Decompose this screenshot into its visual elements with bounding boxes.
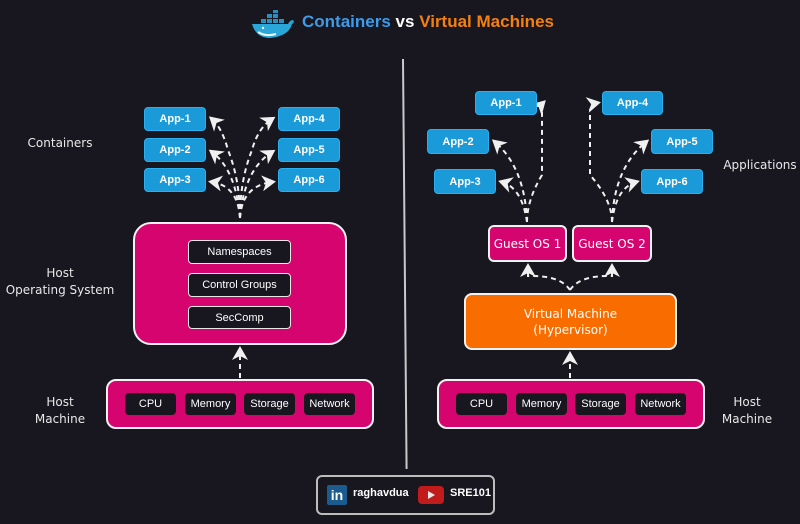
arrow-to-vm-app-2 xyxy=(491,139,528,223)
vm-app-6[interactable]: App-6 xyxy=(641,169,703,194)
linkedin-icon[interactable]: in xyxy=(327,485,347,505)
title-containers: Containers xyxy=(302,12,391,31)
storage-right[interactable]: Storage xyxy=(575,393,626,415)
label-host-os: Host Operating System xyxy=(0,265,120,299)
arrow-to-vm-app-1 xyxy=(526,100,546,223)
youtube-channel[interactable]: SRE101 xyxy=(450,487,491,499)
network-right[interactable]: Network xyxy=(635,393,686,415)
arrow-to-app-2 xyxy=(208,149,241,219)
linkedin-handle[interactable]: raghavdua xyxy=(353,487,409,499)
cpu-left[interactable]: CPU xyxy=(125,393,176,415)
arrow-to-guest-os-2 xyxy=(569,263,620,291)
container-app-2[interactable]: App-2 xyxy=(144,138,206,162)
arrow-to-vm-app-3 xyxy=(498,177,528,223)
arrow-to-app-5 xyxy=(239,149,276,219)
memory-right[interactable]: Memory xyxy=(516,393,567,415)
label-host-machine-line1: Host xyxy=(733,395,761,409)
hypervisor-box[interactable]: Virtual Machine (Hypervisor) xyxy=(464,293,677,350)
arrow-to-guest-os-1 xyxy=(520,263,571,291)
label-host-machine-line1: Host xyxy=(46,395,74,409)
arrow-to-app-3 xyxy=(208,175,241,219)
label-host-os-line2: Operating System xyxy=(5,283,115,297)
vm-app-5[interactable]: App-5 xyxy=(651,129,713,154)
vm-app-4[interactable]: App-4 xyxy=(602,91,663,115)
label-host-os-line1: Host xyxy=(46,266,74,280)
vm-app-3[interactable]: App-3 xyxy=(434,169,496,194)
guest-os-1[interactable]: Guest OS 1 xyxy=(488,225,567,262)
label-host-machine-line2: Machine xyxy=(34,412,86,426)
namespaces-box[interactable]: Namespaces xyxy=(188,240,291,264)
label-host-machine-right: Host Machine xyxy=(712,394,782,428)
container-app-3[interactable]: App-3 xyxy=(144,168,206,192)
hypervisor-label-line2: (Hypervisor) xyxy=(533,322,608,337)
control-groups-box[interactable]: Control Groups xyxy=(188,273,291,297)
footer-credits: in raghavdua SRE101 xyxy=(316,475,495,515)
arrow-to-app-6 xyxy=(239,175,276,219)
guest-os-2[interactable]: Guest OS 2 xyxy=(572,225,652,262)
network-left[interactable]: Network xyxy=(304,393,355,415)
title-virtual-machines: Virtual Machines xyxy=(419,12,554,31)
label-containers: Containers xyxy=(27,136,93,150)
memory-left[interactable]: Memory xyxy=(185,393,236,415)
seccomp-box[interactable]: SecComp xyxy=(188,306,291,329)
container-app-5[interactable]: App-5 xyxy=(278,138,340,162)
arrow-to-vm-app-4 xyxy=(585,97,613,223)
vm-app-2[interactable]: App-2 xyxy=(427,129,489,154)
container-app-6[interactable]: App-6 xyxy=(278,168,340,192)
storage-left[interactable]: Storage xyxy=(244,393,295,415)
hypervisor-label-line1: Virtual Machine xyxy=(523,306,618,321)
youtube-icon[interactable] xyxy=(418,486,444,504)
arrow-to-vm-app-6 xyxy=(611,177,640,223)
title-vs: vs xyxy=(395,12,415,31)
page-title: Containers vs Virtual Machines xyxy=(0,12,800,32)
label-applications: Applications xyxy=(723,158,797,172)
arrow-to-app-1 xyxy=(209,116,241,219)
arrow-to-app-4 xyxy=(239,116,276,219)
cpu-right[interactable]: CPU xyxy=(456,393,507,415)
container-app-4[interactable]: App-4 xyxy=(278,107,340,131)
label-host-machine-left: Host Machine xyxy=(20,394,100,428)
section-divider xyxy=(402,58,408,469)
vm-app-1[interactable]: App-1 xyxy=(475,91,537,115)
container-app-1[interactable]: App-1 xyxy=(144,107,206,131)
docker-whale-icon xyxy=(252,10,294,38)
label-host-machine-line2: Machine xyxy=(721,412,773,426)
